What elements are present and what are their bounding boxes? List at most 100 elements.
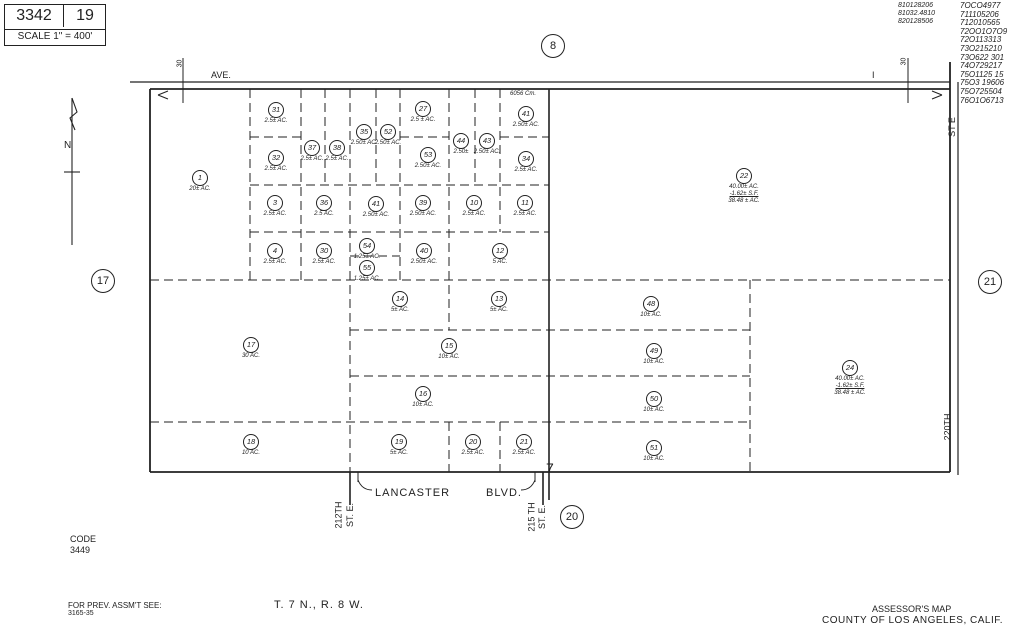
map-page-number: 19 — [76, 7, 94, 24]
side-numbers: 810128206 81032.4810 820128506 — [898, 2, 944, 26]
parcel-number: 3 — [267, 195, 283, 211]
parcel-acreage: 2.50± — [453, 149, 469, 155]
doc-number: 72O113313 — [960, 35, 1002, 45]
parcel-number: 39 — [415, 195, 431, 211]
parcel-number: 35 — [356, 124, 372, 140]
section-number: 7 — [546, 460, 554, 476]
parcel-number: 49 — [646, 343, 662, 359]
map-scale: SCALE 1" = 400' — [5, 29, 105, 44]
doc-number: 73O622 301 — [960, 52, 1005, 62]
parcel-number: 11 — [517, 195, 533, 211]
parcel-acreage: 10± AC. — [412, 402, 434, 408]
212th-label: 212TH — [333, 501, 344, 529]
parcel-number: 50 — [646, 391, 662, 407]
parcel-acreage: 20± AC. — [189, 186, 211, 192]
prev-assessment-label: FOR PREV. ASSM'T SEE: — [68, 601, 162, 610]
parcel-acreage: 2.50± AC. — [410, 259, 438, 265]
parcel-acreage: 2.5 AC. — [314, 211, 334, 217]
corner-curve-east — [520, 479, 536, 491]
doc-number: 73O215210 — [960, 43, 1002, 53]
parcel-number: 44 — [453, 133, 469, 149]
lancaster-label: LANCASTER — [375, 487, 451, 499]
parcel-number: 41 — [518, 106, 534, 122]
parcel-acreage: 1.25± AC. — [353, 254, 381, 260]
map-number-box: 3342 19 SCALE 1" = 400' — [4, 4, 106, 46]
parcel-acreage: 5± AC. — [389, 450, 409, 456]
parcel-number: 52 — [380, 124, 396, 140]
parcel-number: 55 — [359, 260, 375, 276]
215th-label: 215 TH — [526, 502, 537, 532]
parcel-acreage: 2.50± AC. — [409, 211, 437, 217]
parcel-number: 48 — [643, 296, 659, 312]
side-number: 810128206 — [898, 2, 934, 9]
parcel-number: 27 — [415, 101, 431, 117]
parcel-number: 24 — [842, 360, 858, 376]
parcel-number: 41 — [368, 196, 384, 212]
parcel-number: 21 — [516, 434, 532, 450]
assessors-map-label: ASSESSOR'S MAP — [872, 604, 952, 614]
parcel-number: 14 — [392, 291, 408, 307]
doc-number: 7OCO4977 — [960, 1, 1001, 10]
parcel-number: 30 — [316, 243, 332, 259]
street-mark: I — [872, 70, 875, 80]
doc-number: 711105206 — [960, 9, 999, 19]
212th-st-e-label: ST. E. — [345, 502, 356, 528]
parcel-number: 34 — [518, 151, 534, 167]
parcel-number: 19 — [391, 434, 407, 450]
parcel-number: 51 — [646, 440, 662, 456]
corner-curve-west — [357, 479, 373, 491]
parcel-number: 36 — [316, 195, 332, 211]
parcel-acreage: 10± AC. — [643, 407, 665, 413]
county-label: COUNTY OF LOS ANGELES, CALIF. — [822, 615, 1004, 626]
doc-number: 75O3 19606 — [960, 78, 1005, 88]
ave-width-left: 30 — [176, 59, 184, 68]
215th-st-e-label: ST. E. — [537, 504, 548, 530]
parcel-number: 4 — [267, 243, 283, 259]
parcel-acreage: -1.62± S.F. — [835, 383, 865, 389]
parcel-number: 15 — [441, 338, 457, 354]
ave-width-right: 30 — [900, 57, 908, 66]
parcel-lines — [150, 89, 950, 472]
parcel-acreage: 2.50± AC. — [362, 212, 390, 218]
parcel-acreage: 2.5± AC. — [312, 259, 336, 265]
parcel-number: 17 — [243, 337, 259, 353]
parcel-acreage: 2.50± AC. — [512, 122, 540, 128]
centerline-measure: 6056 Cm. — [510, 91, 537, 97]
parcel-acreage: 5± AC. — [489, 307, 509, 313]
parcel-acreage: 2.5± AC. — [513, 211, 537, 217]
parcel-number: 13 — [491, 291, 507, 307]
st-e-label: ST E — [946, 117, 957, 137]
parcel-number: 38 — [329, 140, 345, 156]
parcel-acreage: 2.5± AC. — [300, 156, 324, 162]
parcel-acreage: 2.50± AC. — [374, 140, 402, 146]
parcel-acreage: 10± AC. — [438, 354, 460, 360]
parcel-number: 22 — [736, 168, 752, 184]
parcel-number: 43 — [479, 133, 495, 149]
parcel-acreage: 2.5± AC. — [264, 118, 288, 124]
parcel-acreage: 30 AC. — [241, 353, 261, 359]
parcel-number: 16 — [415, 386, 431, 402]
220th-label: 220TH — [942, 413, 953, 441]
parcel-acreage: 2.50± AC. — [350, 140, 378, 146]
